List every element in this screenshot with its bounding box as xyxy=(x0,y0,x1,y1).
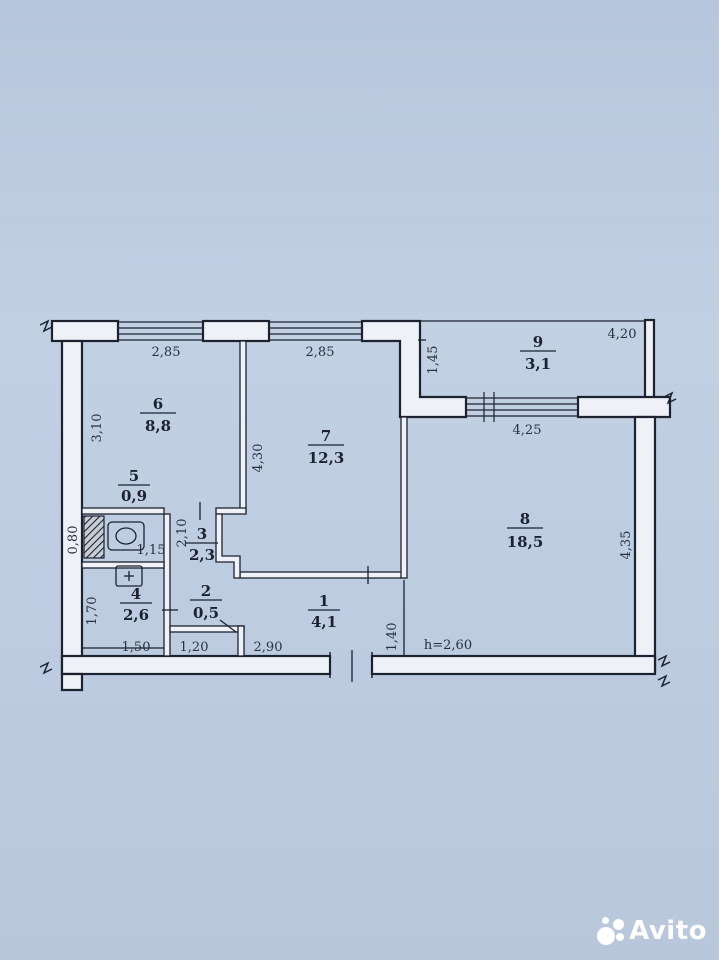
wall-bottom-step xyxy=(60,672,84,692)
room-fraction-lines xyxy=(118,350,556,611)
wall-top-left xyxy=(50,319,120,343)
wall-top-pier xyxy=(201,319,271,343)
wall-loggia-inner xyxy=(360,319,468,419)
dim-bath-170: 1,70 xyxy=(85,597,100,626)
dim-wc-115: 1,15 xyxy=(137,543,166,558)
dim-loggia-length: 4,20 xyxy=(608,327,637,342)
wall-right xyxy=(633,415,657,674)
dim-room8-depth: 4,35 xyxy=(619,531,634,560)
wall-bottom-right xyxy=(370,654,657,676)
wall-right-top xyxy=(576,395,672,419)
dim-room6-width: 2,85 xyxy=(152,345,181,360)
room-2-area: 0,5 xyxy=(193,604,219,622)
room-9-area: 3,1 xyxy=(525,355,551,373)
room-6-area: 8,8 xyxy=(145,417,171,435)
wall-left xyxy=(60,339,84,675)
room-1-number: 1 xyxy=(319,592,329,610)
room-4-number: 4 xyxy=(131,585,141,603)
ceiling-height: h=2,60 xyxy=(424,638,472,653)
room-1-area: 4,1 xyxy=(311,613,337,631)
dim-loggia-depth: 1,45 xyxy=(426,346,441,375)
dim-wc-080: 0,80 xyxy=(66,526,81,555)
room-5-area: 0,9 xyxy=(121,487,147,505)
sink-icon xyxy=(115,565,143,587)
room-8-area: 18,5 xyxy=(507,533,544,551)
walls xyxy=(50,318,672,692)
dim-corridor-210: 2,10 xyxy=(175,519,190,548)
toilet-icon xyxy=(107,521,145,551)
dim-hall-140: 1,40 xyxy=(385,623,400,652)
room-5-number: 5 xyxy=(129,467,139,485)
vent-shaft xyxy=(83,515,105,559)
dim-hall-290: 2,90 xyxy=(254,640,283,655)
wall-loggia-post xyxy=(643,318,656,400)
dim-room8-width: 4,25 xyxy=(513,423,542,438)
room-9-number: 9 xyxy=(533,333,543,351)
room-labels: 6 8,8 7 12,3 8 18,5 9 3,1 5 0,9 3 2,3 4 … xyxy=(121,333,551,631)
fixtures xyxy=(107,339,426,682)
dimension-labels: 2,85 2,85 1,45 4,20 3,10 4,30 4,25 4,35 … xyxy=(66,327,636,655)
dim-room7-width: 2,85 xyxy=(306,345,335,360)
room-7-number: 7 xyxy=(321,427,331,445)
room-2-number: 2 xyxy=(201,582,211,600)
wall-bottom-left xyxy=(60,654,332,676)
room-3-number: 3 xyxy=(197,525,207,543)
avito-watermark: Avito xyxy=(597,916,707,946)
room-3-area: 2,3 xyxy=(189,546,215,564)
avito-wordmark: Avito xyxy=(629,916,707,946)
partitions xyxy=(81,340,408,657)
avito-logo-icon xyxy=(597,917,625,945)
room-8-number: 8 xyxy=(520,510,530,528)
dim-room2-120: 1,20 xyxy=(180,640,209,655)
room-7-area: 12,3 xyxy=(308,449,345,467)
room-6-number: 6 xyxy=(153,395,163,413)
room-4-area: 2,6 xyxy=(123,606,149,624)
dim-room7-depth: 4,30 xyxy=(251,444,266,473)
windows xyxy=(118,320,645,422)
dim-room6-depth: 3,10 xyxy=(90,414,105,443)
dim-bath-150: 1,50 xyxy=(122,640,151,655)
wall-break-marks xyxy=(39,319,677,688)
